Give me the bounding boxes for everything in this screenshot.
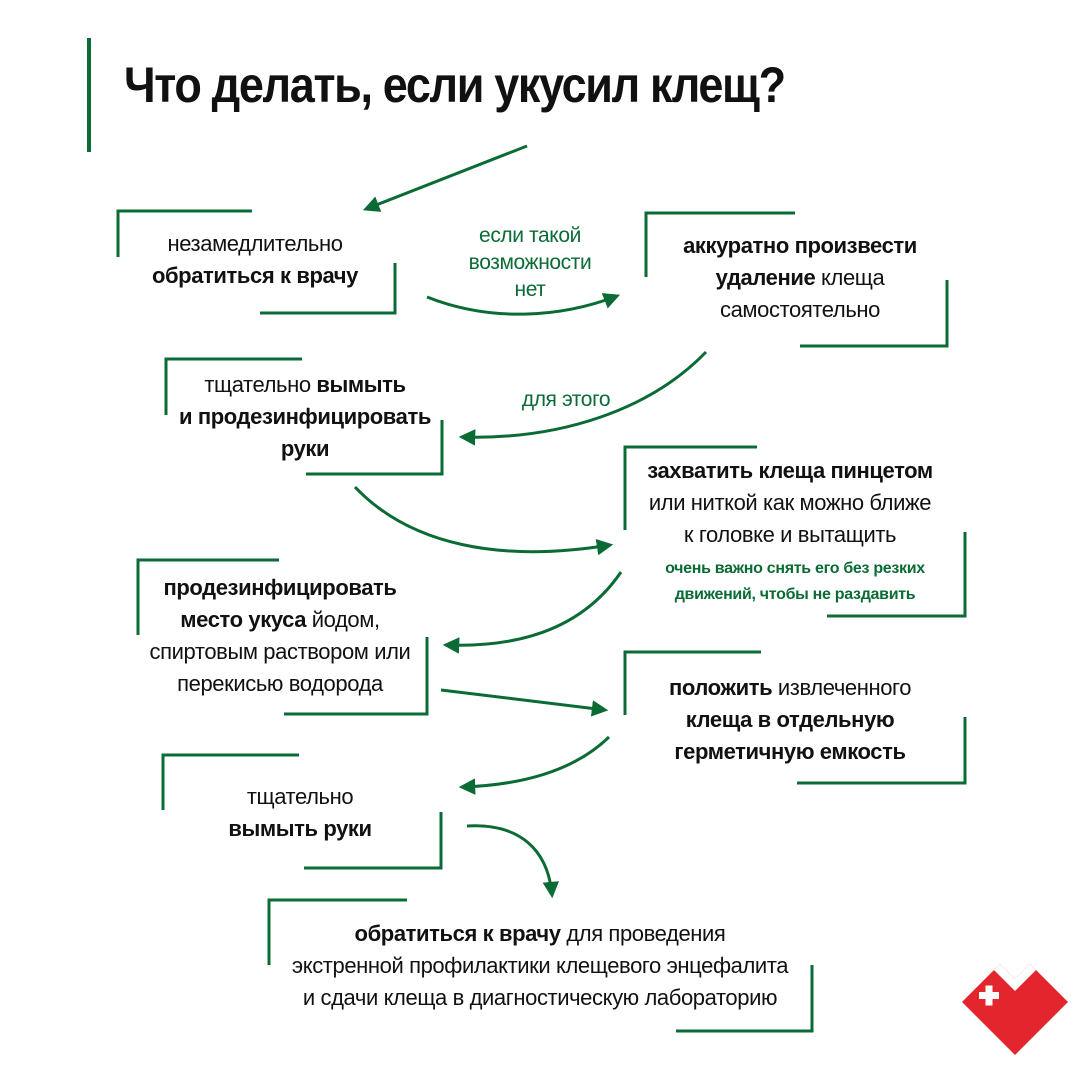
step-text-bold: обратиться к врачу <box>151 263 359 288</box>
connector-text: нет <box>514 278 546 301</box>
arrow-grab-to-bite <box>442 571 623 654</box>
step-disinfect-bite: продезинфицировать место укуса йодом, сп… <box>140 572 420 700</box>
step-final-doctor: обратиться к врачу для проведения экстре… <box>280 918 800 1014</box>
warning-text: движений, чтобы не раздавить <box>674 586 916 603</box>
warning-text: очень важно снять его без резких <box>665 560 925 577</box>
arrow-bite-to-container <box>440 688 609 717</box>
step-put-in-container: положить извлеченного клеща в отдельную … <box>645 672 935 768</box>
step-wash-disinfect-hands: тщательно вымыть и продезинфицировать ру… <box>165 369 445 465</box>
step-text: и сдачи клеща в диагностическую лаборато… <box>302 985 778 1010</box>
step-text: экстренной профилактики клещевого энцефа… <box>291 953 789 978</box>
step-text-bold: захватить клеща пинцетом <box>647 458 933 483</box>
grab-tick-warning: очень важно снять его без резких движени… <box>640 556 950 608</box>
arrow-title-to-doctor <box>362 144 528 212</box>
step-text-bold: вымыть руки <box>228 816 372 841</box>
step-text-bold: руки <box>280 436 330 461</box>
step-remove-self: аккуратно произвести удаление клеща само… <box>660 230 940 326</box>
step-text: незамедлительно <box>167 231 343 256</box>
connector-if-not-possible: если такой возможности нет <box>450 222 610 303</box>
step-grab-tick: захватить клеща пинцетом или ниткой как … <box>630 455 950 551</box>
step-text: для проведения <box>560 921 726 946</box>
step-see-doctor: незамедлительно обратиться к врачу <box>125 228 385 292</box>
step-text: тщательно <box>246 784 354 809</box>
box-frame-wash-disinfect <box>164 357 302 415</box>
arrow-container-to-wash <box>458 735 611 795</box>
step-text-bold: обратиться к врачу <box>354 921 561 946</box>
step-text-bold: аккуратно произвести <box>683 233 917 258</box>
step-text-bold: герметичную емкость <box>674 739 906 764</box>
arrow-wash-to-final <box>466 824 560 899</box>
connector-for-this: для этого <box>521 388 611 411</box>
step-text-bold: и продезинфицировать <box>179 404 431 429</box>
step-text: извлеченного <box>772 675 912 700</box>
step-text: к головке и вытащить <box>683 522 897 547</box>
connector-text: если такой <box>479 224 581 247</box>
step-text: тщательно <box>204 372 317 397</box>
step-text: или ниткой как можно ближе <box>648 490 932 515</box>
step-text-bold: положить <box>668 675 773 700</box>
page-title: Что делать, если укусил клещ? <box>124 57 786 113</box>
step-text-bold: вымыть <box>316 372 406 397</box>
arrow-remove-to-wash <box>458 350 708 446</box>
step-text: спиртовым раствором или <box>149 639 411 664</box>
step-text: самостоятельно <box>720 297 880 322</box>
connector-text: возможности <box>468 251 592 274</box>
box-frame-disinfect-bite <box>136 558 279 635</box>
box-frame-final-doctor <box>267 898 407 965</box>
box-frame-grab-tick <box>623 445 757 530</box>
box-frame-see-doctor <box>116 209 252 257</box>
step-text: клеща <box>815 265 885 290</box>
step-text-bold: продезинфицировать <box>163 575 397 600</box>
step-text-bold: клеща в отдельную <box>685 707 895 732</box>
box-frame-wash-hands <box>161 753 299 810</box>
red-heart-cross-logo <box>962 964 1068 1055</box>
box-frame-remove-self <box>644 211 795 277</box>
step-text-bold: место укуса <box>180 607 307 632</box>
step-text: йодом, <box>306 607 380 632</box>
step-text: перекисью водорода <box>177 671 383 696</box>
step-text-bold: удаление <box>715 265 816 290</box>
step-wash-hands: тщательно вымыть руки <box>165 781 435 845</box>
box-frame-container <box>623 650 761 715</box>
arrow-wash-to-grab <box>353 485 614 556</box>
title-accent-bar <box>87 38 91 152</box>
arrow-doctor-to-remove <box>426 293 621 316</box>
